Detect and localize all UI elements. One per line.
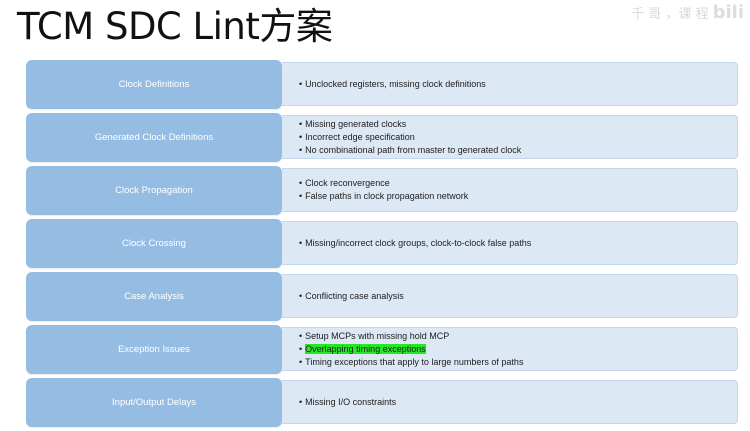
category-label: Clock Propagation bbox=[26, 166, 282, 215]
category-details: •Missing/incorrect clock groups, clock-t… bbox=[282, 221, 738, 265]
bullet-item: •Unclocked registers, missing clock defi… bbox=[299, 78, 486, 89]
category-row-exception-issues: Exception Issues •Setup MCPs with missin… bbox=[26, 325, 739, 374]
category-row-input-output-delays: Input/Output Delays •Missing I/O constra… bbox=[26, 378, 739, 427]
category-row-clock-definitions: Clock Definitions •Unclocked registers, … bbox=[26, 60, 739, 109]
category-label: Case Analysis bbox=[26, 272, 282, 321]
bullet-item: •Missing generated clocks bbox=[299, 118, 407, 129]
category-details: •Missing I/O constraints bbox=[282, 380, 738, 424]
category-details: •Setup MCPs with missing hold MCP •Overl… bbox=[282, 327, 738, 371]
category-label: Exception Issues bbox=[26, 325, 282, 374]
bullet-item: •Missing I/O constraints bbox=[299, 396, 397, 407]
category-row-clock-crossing: Clock Crossing •Missing/incorrect clock … bbox=[26, 219, 739, 268]
category-row-case-analysis: Case Analysis •Conflicting case analysis bbox=[26, 272, 739, 321]
bullet-item: •Conflicting case analysis bbox=[299, 290, 404, 301]
category-label: Clock Crossing bbox=[26, 219, 282, 268]
category-label: Generated Clock Definitions bbox=[26, 113, 282, 162]
bullet-item: •Incorrect edge specification bbox=[299, 131, 415, 142]
highlighted-text: Overlapping timing exceptions bbox=[305, 343, 426, 354]
category-details: •Unclocked registers, missing clock defi… bbox=[282, 62, 738, 106]
watermark-logo: bili bbox=[712, 2, 744, 23]
category-details: •Conflicting case analysis bbox=[282, 274, 738, 318]
watermark-text: 千 哥 ，课 程 bbox=[631, 7, 709, 22]
bullet-item: •False paths in clock propagation networ… bbox=[299, 191, 469, 201]
bullet-item: •Clock reconvergence bbox=[299, 178, 390, 188]
category-details: •Missing generated clocks •Incorrect edg… bbox=[282, 115, 738, 159]
category-details: •Clock reconvergence •False paths in clo… bbox=[282, 168, 738, 212]
bullet-item: •Setup MCPs with missing hold MCP bbox=[299, 330, 450, 341]
category-row-clock-propagation: Clock Propagation •Clock reconvergence •… bbox=[26, 166, 739, 215]
category-label: Input/Output Delays bbox=[26, 378, 282, 427]
bullet-item-highlighted: •Overlapping timing exceptions bbox=[299, 343, 426, 354]
bullet-item: •Missing/incorrect clock groups, clock-t… bbox=[299, 237, 532, 248]
bullet-item: •No combinational path from master to ge… bbox=[299, 144, 522, 155]
category-label: Clock Definitions bbox=[26, 60, 282, 109]
category-row-generated-clock-definitions: Generated Clock Definitions •Missing gen… bbox=[26, 113, 739, 162]
slide-title: TCM SDC Lint方案 bbox=[17, 5, 333, 48]
bullet-item: •Timing exceptions that apply to large n… bbox=[299, 356, 524, 367]
